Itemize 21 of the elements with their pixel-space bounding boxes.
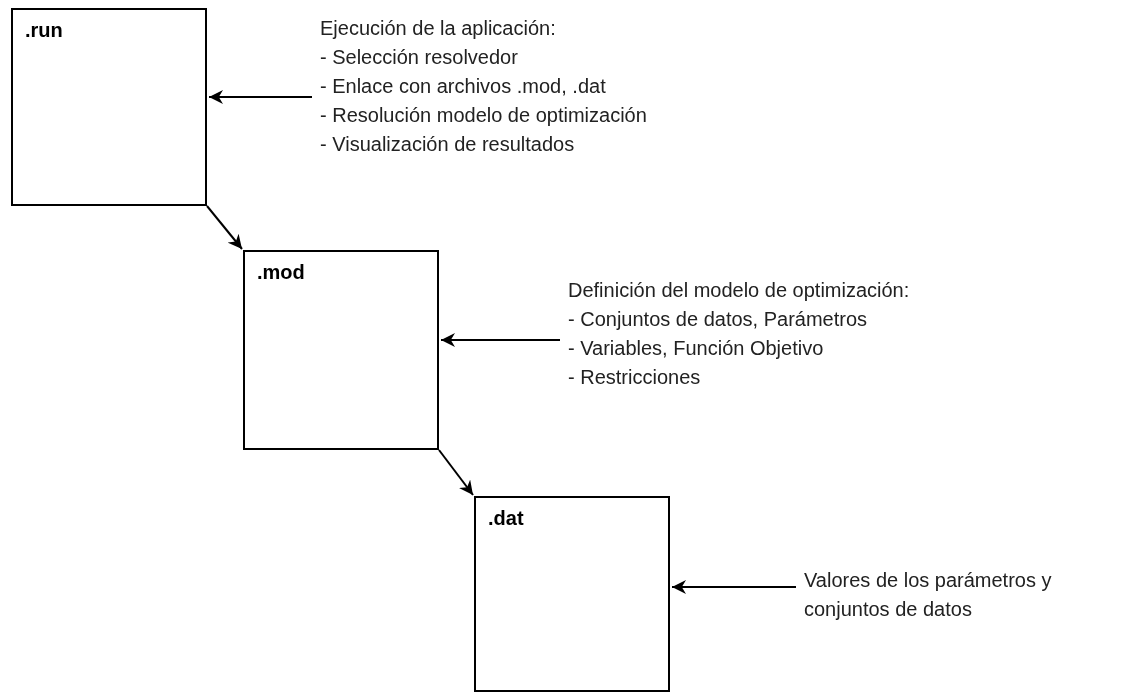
file-box [11,8,207,206]
file-label: .mod [257,260,305,285]
file-box [243,250,439,450]
arrow [440,333,561,347]
arrow [671,580,797,594]
description-item: - Restricciones [568,365,701,390]
description-item: - Resolución modelo de optimización [320,103,647,128]
description-item: - Conjuntos de datos, Parámetros [568,307,868,332]
description-item: - Selección resolvedor [320,45,518,70]
description-heading: Definición del modelo de optimización: [568,278,910,303]
arrow [206,205,243,250]
description-heading: Valores de los parámetros y conjuntos de datos [804,568,1053,622]
description-heading: Ejecución de la aplicación: [320,16,556,41]
description-item: - Enlace con archivos .mod, .dat [320,74,606,99]
description-item: - Visualización de resultados [320,132,575,157]
arrow [438,449,474,496]
file-box [474,496,670,692]
file-label: .run [25,18,63,43]
description-item: - Variables, Función Objetivo [568,336,824,361]
file-label: .dat [488,506,524,531]
arrow [208,90,313,104]
